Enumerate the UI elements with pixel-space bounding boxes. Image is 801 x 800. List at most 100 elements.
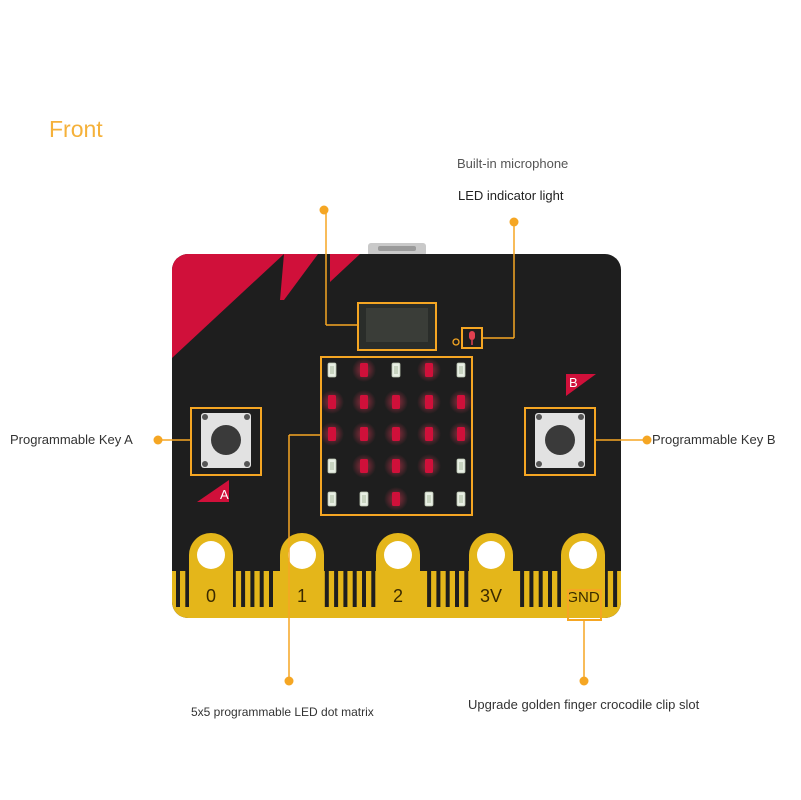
button-b-screw bbox=[536, 461, 542, 467]
led-pixel-on bbox=[392, 459, 400, 473]
key-a-label: Programmable Key A bbox=[10, 432, 133, 447]
button-a-frame bbox=[190, 407, 262, 476]
led-pixel-on bbox=[360, 427, 368, 441]
edge-finger-gap bbox=[250, 571, 255, 607]
led-pixel-off-core bbox=[427, 495, 431, 503]
led-pixel-off-core bbox=[330, 462, 334, 470]
edge-finger-gap bbox=[231, 571, 236, 607]
microphone-label: Built-in microphone bbox=[457, 156, 569, 171]
edge-finger-gap bbox=[529, 571, 534, 607]
edge-finger-gap bbox=[557, 571, 562, 607]
marker-dot-key-a bbox=[153, 435, 163, 445]
key-b-label: Programmable Key B bbox=[652, 432, 776, 447]
led-pixel-on bbox=[457, 395, 465, 409]
button-b-screw bbox=[536, 414, 542, 420]
edge-finger-gap bbox=[269, 571, 273, 607]
pin-label: 0 bbox=[206, 586, 216, 606]
edge-finger-gap bbox=[436, 571, 441, 607]
red-stripe-large bbox=[172, 254, 284, 358]
edge-finger-gap bbox=[185, 571, 190, 607]
led-pixel-on bbox=[328, 395, 336, 409]
button-a-screw bbox=[244, 461, 250, 467]
led-pixel-off-core bbox=[394, 366, 398, 374]
edge-finger-gap bbox=[259, 571, 264, 607]
led-pixel-off-core bbox=[459, 462, 463, 470]
pin-hole bbox=[477, 541, 505, 569]
button-a-screw bbox=[202, 414, 208, 420]
pin-hole bbox=[569, 541, 597, 569]
edge-finger-gap bbox=[455, 571, 459, 607]
button-b-cap[interactable] bbox=[545, 425, 575, 455]
led-pixel-on bbox=[360, 363, 368, 377]
edge-finger-gap bbox=[464, 571, 469, 607]
marker-dot-slot bbox=[579, 676, 589, 686]
edge-finger-gap bbox=[445, 571, 450, 607]
led-pixel-off-core bbox=[330, 366, 334, 374]
marker-dot-sensor bbox=[319, 205, 329, 215]
edge-finger-gap bbox=[538, 571, 543, 607]
led-pixel-on bbox=[425, 395, 433, 409]
edge-finger-gap bbox=[352, 571, 357, 607]
sensor-icon bbox=[452, 338, 460, 346]
marker-dot-key-b bbox=[642, 435, 652, 445]
usb-port-slot bbox=[378, 246, 416, 251]
button-b-letter: B bbox=[569, 375, 578, 390]
pin-label: 3V bbox=[480, 586, 502, 606]
led-pixel-on bbox=[457, 427, 465, 441]
edge-finger-gap bbox=[613, 571, 618, 607]
led-pixel-on bbox=[392, 427, 400, 441]
page-title: Front bbox=[49, 116, 103, 142]
edge-finger-gap bbox=[176, 571, 180, 607]
led-pixel-off-core bbox=[459, 495, 463, 503]
led-pixel-on bbox=[425, 427, 433, 441]
edge-finger-gap bbox=[371, 571, 376, 607]
button-b-screw bbox=[578, 461, 584, 467]
pin-label: 1 bbox=[297, 586, 307, 606]
led-pixel-on bbox=[360, 459, 368, 473]
led-pixel-on bbox=[328, 427, 336, 441]
button-b-marker bbox=[566, 374, 596, 396]
led-pixel-on bbox=[360, 395, 368, 409]
microphone-icon bbox=[469, 331, 475, 340]
button-a-cap[interactable] bbox=[211, 425, 241, 455]
golden-finger-label: Upgrade golden finger crocodile clip slo… bbox=[468, 697, 700, 712]
led-pixel-off-core bbox=[362, 495, 366, 503]
marker-dot-matrix bbox=[284, 676, 294, 686]
red-stripe-middle bbox=[280, 254, 318, 300]
pin-pads: 0 1 2 3V GND bbox=[189, 533, 605, 618]
led-matrix-label: 5x5 programmable LED dot matrix bbox=[191, 705, 374, 719]
pin-hole bbox=[288, 541, 316, 569]
pin-hole bbox=[384, 541, 412, 569]
edge-fingers bbox=[176, 571, 618, 607]
edge-finger-gap bbox=[520, 571, 525, 607]
button-b-frame bbox=[524, 407, 596, 476]
button-a-letter: A bbox=[220, 487, 229, 502]
red-stripe-small bbox=[330, 254, 360, 282]
edge-finger-gap bbox=[334, 571, 339, 607]
sensor-component-body bbox=[366, 308, 428, 342]
led-indicator-label: LED indicator light bbox=[458, 188, 564, 203]
pin-label: 2 bbox=[393, 586, 403, 606]
marker-dot-mic bbox=[509, 217, 519, 227]
led-pixel-on bbox=[425, 363, 433, 377]
edge-finger-gap bbox=[241, 571, 246, 607]
led-pixel-on bbox=[425, 459, 433, 473]
button-a-marker bbox=[197, 480, 229, 502]
button-b-screw bbox=[578, 414, 584, 420]
edge-finger-gap bbox=[603, 571, 608, 607]
led-pixel-on bbox=[392, 395, 400, 409]
edge-finger-gap bbox=[427, 571, 432, 607]
edge-finger-gap bbox=[343, 571, 348, 607]
edge-finger-gap bbox=[362, 571, 366, 607]
led-matrix bbox=[320, 358, 473, 511]
edge-finger-gap bbox=[548, 571, 552, 607]
led-pixel-off-core bbox=[459, 366, 463, 374]
pin-label: GND bbox=[566, 589, 600, 606]
button-a-screw bbox=[244, 414, 250, 420]
edge-finger-gap bbox=[324, 571, 329, 607]
led-pixel-on bbox=[392, 492, 400, 506]
led-pixel-off-core bbox=[330, 495, 334, 503]
button-a-screw bbox=[202, 461, 208, 467]
pin-hole bbox=[197, 541, 225, 569]
